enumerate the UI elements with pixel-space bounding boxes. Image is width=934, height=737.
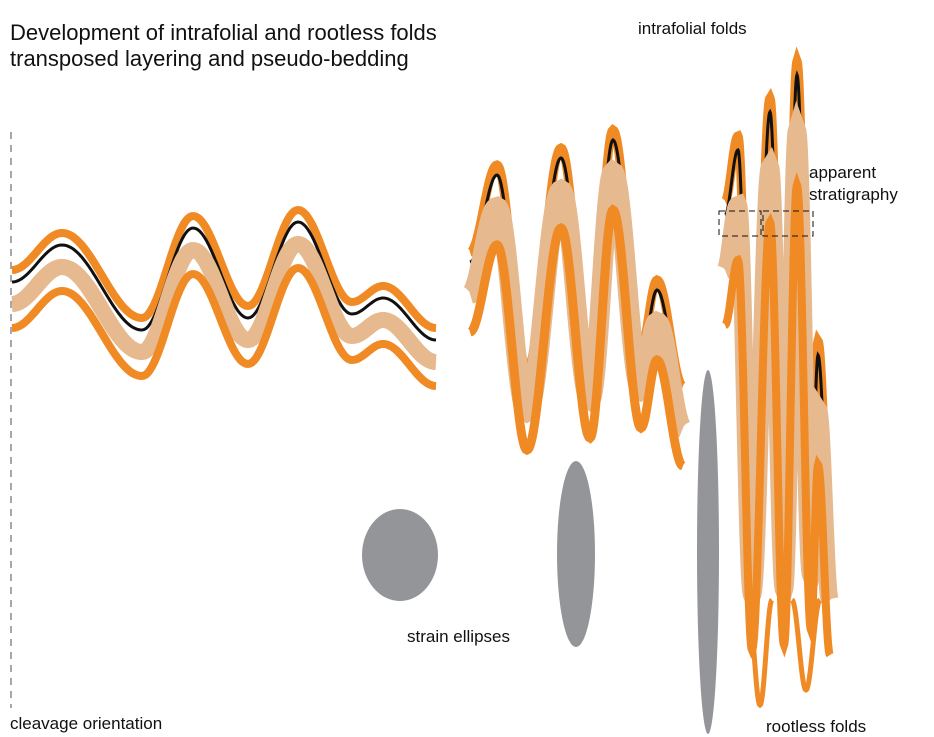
orange-layer-top (11, 205, 437, 332)
rootless-fold-hinge (746, 598, 774, 709)
orange-layer-bottom (11, 263, 437, 390)
rootless-fold-hinge (790, 597, 822, 693)
strain-ellipse-circle (362, 509, 438, 601)
apparent-stratigraphy-box-right (762, 210, 814, 237)
apparent-stratigraphy-box-left (718, 210, 762, 237)
apparent-stratigraphy-label-line2: stratigraphy (809, 185, 898, 204)
diagram-title-line1: Development of intrafolial and rootless … (10, 20, 437, 45)
tight-folds-layers (463, 124, 690, 471)
rootless-folds-label: rootless folds (766, 717, 866, 736)
strain-ellipse-needle (697, 370, 719, 734)
intrafolial-folds-label: intrafolial folds (638, 19, 747, 38)
cleavage-orientation-label: cleavage orientation (10, 714, 162, 733)
tan-layer (11, 235, 437, 370)
orange-layer-bottom (467, 204, 686, 471)
gentle-folds-layers (11, 205, 437, 390)
transposed-folds-layers (717, 46, 839, 709)
black-layer (11, 220, 437, 342)
diagram-title-line2: transposed layering and pseudo-bedding (10, 46, 409, 71)
strain-ellipse-elongate (557, 461, 595, 647)
orange-layer-bottom (722, 172, 834, 659)
strain-ellipses-label: strain ellipses (407, 627, 510, 646)
apparent-stratigraphy-label-line1: apparent (809, 163, 876, 182)
